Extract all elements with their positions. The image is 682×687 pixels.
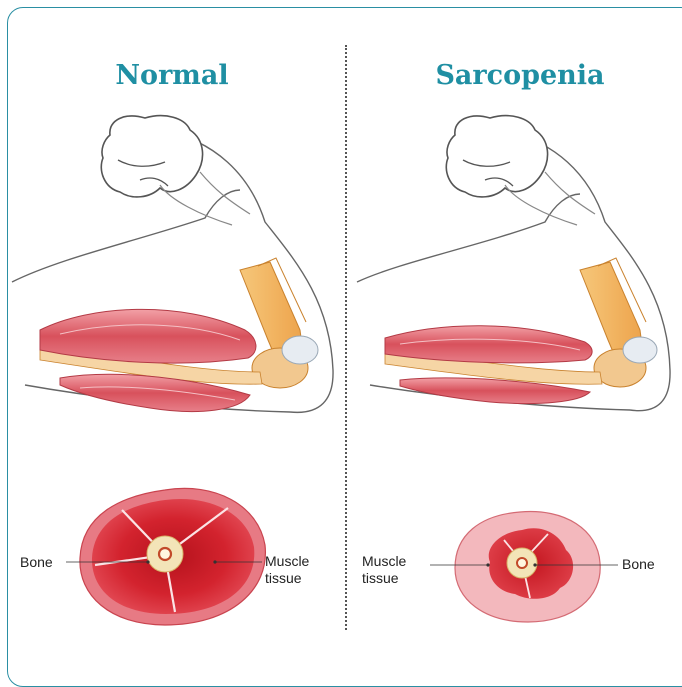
label-muscle-tissue-sarcopenia: Muscle tissue (362, 553, 406, 587)
label-muscle-tissue-normal: Muscle tissue (265, 553, 309, 587)
label-bone-normal: Bone (20, 554, 53, 571)
arm-sarcopenia (357, 116, 670, 411)
cross-section-normal (66, 488, 265, 625)
label-bone-sarcopenia: Bone (622, 556, 655, 573)
cross-section-sarcopenia (430, 512, 618, 622)
illustration (0, 0, 682, 664)
arm-normal (12, 116, 333, 413)
